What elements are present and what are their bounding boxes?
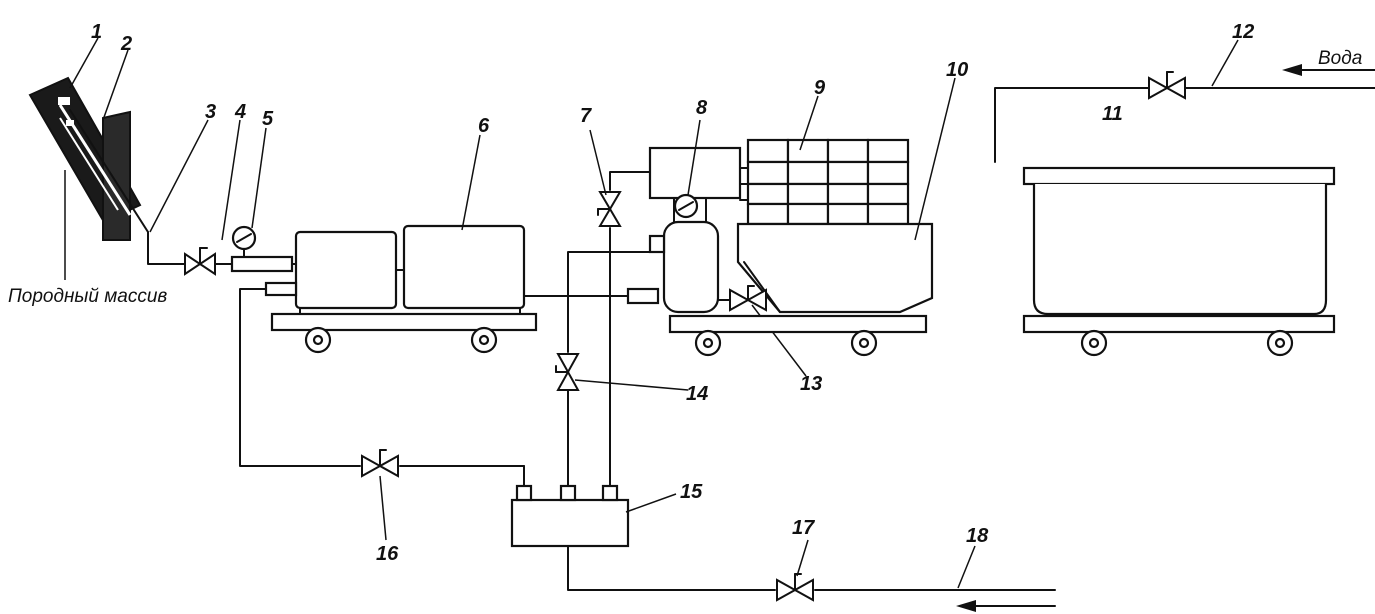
mixer-trolley (668, 314, 928, 357)
mixer-unit (648, 146, 751, 314)
label-12: 12 (1232, 21, 1254, 43)
label-8: 8 (696, 97, 708, 119)
pump-to-mixer-line (523, 287, 660, 305)
mixer-feed-line-14 (555, 251, 651, 491)
valve-13 (717, 285, 767, 312)
tank-11 (1022, 166, 1336, 357)
label-16: 16 (376, 543, 399, 565)
caption-water: Вода (1318, 48, 1362, 69)
label-13: 13 (800, 373, 822, 395)
manometer-5 (231, 225, 257, 258)
distributor-15 (510, 484, 1056, 591)
valve-12 (1148, 71, 1186, 100)
rock-mass (28, 76, 142, 280)
label-2: 2 (120, 33, 132, 55)
label-17: 17 (792, 517, 815, 539)
pump-unit-6 (270, 224, 538, 354)
label-1: 1 (91, 21, 102, 43)
label-7: 7 (580, 105, 592, 127)
hopper-10 (736, 222, 934, 314)
label-18: 18 (966, 525, 989, 547)
label-6: 6 (478, 115, 490, 137)
inflow-arrow-18 (956, 600, 1056, 612)
label-3: 3 (205, 101, 216, 123)
gauge-8 (673, 193, 699, 219)
label-15: 15 (680, 481, 703, 503)
water-inflow-arrow (1282, 64, 1375, 76)
injection-pipe (147, 231, 297, 273)
label-4: 4 (234, 101, 246, 123)
pump-suction-line (239, 281, 525, 491)
borehole-packer (69, 109, 149, 233)
label-9: 9 (814, 77, 826, 99)
label-11: 11 (1102, 103, 1123, 125)
label-10: 10 (946, 59, 968, 81)
water-line-12 (994, 87, 1375, 163)
water-line-7 (597, 171, 651, 491)
valve-17 (776, 573, 814, 602)
label-5: 5 (262, 108, 274, 130)
caption-rock-mass: Породный массив (8, 286, 167, 307)
label-14: 14 (686, 383, 708, 405)
valve-4 (184, 247, 216, 276)
valve-16 (361, 449, 399, 478)
cement-bags-9 (746, 138, 910, 226)
